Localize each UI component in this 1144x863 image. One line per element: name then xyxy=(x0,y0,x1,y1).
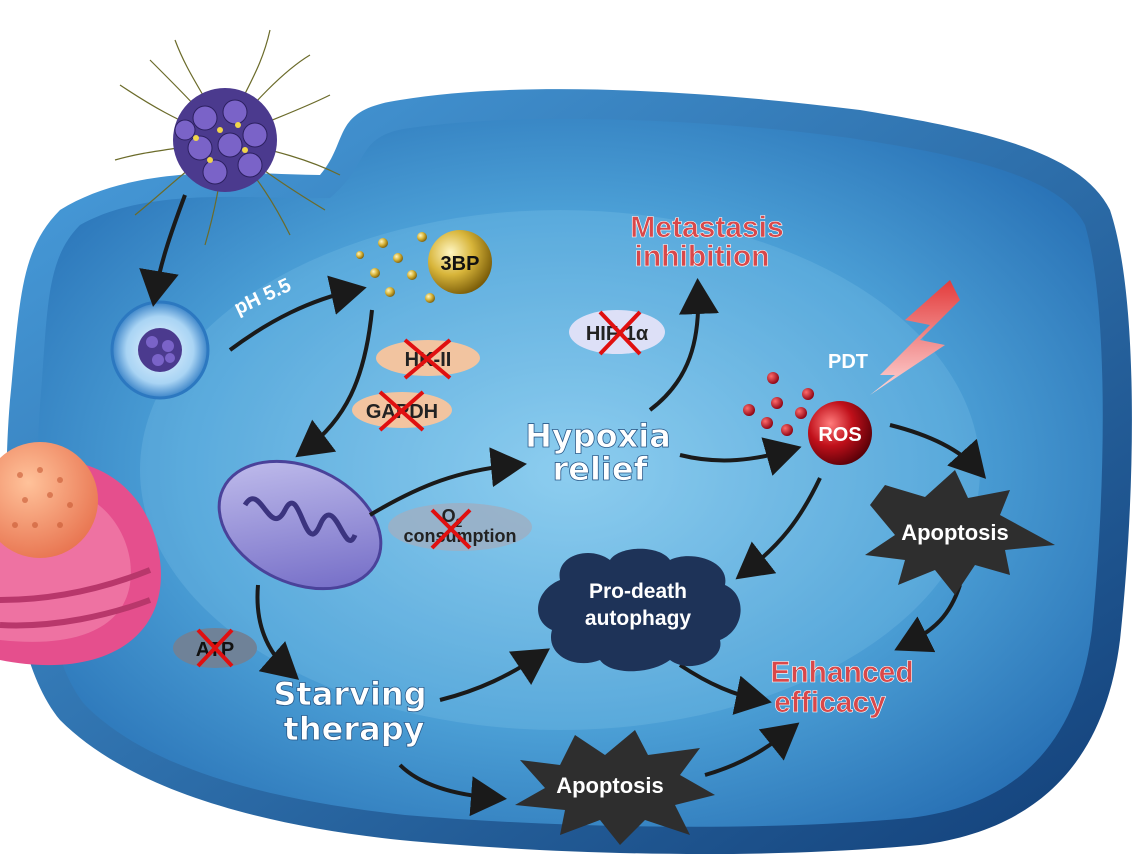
o2-consumption-pill: O2 consumption xyxy=(388,503,532,551)
enhanced-label-line1: Enhanced xyxy=(770,656,913,689)
free-nanoparticle xyxy=(114,29,341,246)
svg-text:autophagy: autophagy xyxy=(585,607,691,630)
arrow-endosome-to-3bp xyxy=(228,275,367,352)
arrow-mito-to-hypoxia xyxy=(368,447,527,517)
metastasis-label-line2: inhibition xyxy=(635,240,770,273)
endosome-nanoparticle xyxy=(110,300,210,400)
svg-text:Apoptosis: Apoptosis xyxy=(901,520,1009,545)
arrow-ros-to-apoptosis xyxy=(889,423,987,479)
starving-label-line1: Starving xyxy=(273,675,426,713)
arrow-autophagy-to-efficacy xyxy=(678,663,772,715)
arrow-bottom-apoptosis-to-efficacy xyxy=(704,722,800,777)
pathway-arrows xyxy=(139,194,987,817)
hypoxia-label-line1: Hypoxia xyxy=(525,417,671,455)
cell-cytoplasm xyxy=(37,118,1103,827)
ros-sphere xyxy=(808,401,872,465)
apoptosis-burst-bottom: Apoptosis xyxy=(515,730,715,845)
arrow-starving-to-autophagy xyxy=(439,648,550,702)
starving-label-line2: therapy xyxy=(284,710,425,748)
svg-text:Pro-death: Pro-death xyxy=(589,580,687,603)
atp-pill: ATP xyxy=(173,628,257,668)
3bp-particles xyxy=(356,232,435,303)
ros-particles xyxy=(743,372,814,436)
arrow-np-to-endosome xyxy=(139,194,187,307)
enhanced-label-line2: efficacy xyxy=(774,686,886,719)
3bp-sphere xyxy=(428,230,492,294)
hk2-pill: HK-II xyxy=(376,338,480,380)
hypoxia-label-line2: relief xyxy=(552,450,648,488)
svg-text:Apoptosis: Apoptosis xyxy=(556,773,664,798)
apoptosis-burst-right: Apoptosis xyxy=(865,470,1055,595)
ros-label: ROS xyxy=(818,424,861,446)
arrow-hypoxia-to-ros xyxy=(679,437,802,476)
arrow-3bp-to-mito xyxy=(295,309,374,458)
cytoplasm-sheen xyxy=(140,210,980,730)
arrow-ros-to-autophagy xyxy=(735,477,822,580)
arrow-apoptosis-to-efficacy xyxy=(894,584,962,653)
lightning-bolt-icon xyxy=(870,280,960,395)
arrow-mito-to-starving xyxy=(255,584,300,680)
arrow-hypoxia-to-metastasis xyxy=(648,278,719,412)
pdt-label: PDT xyxy=(828,351,868,373)
metastasis-label-line1: Metastasis xyxy=(630,211,783,244)
arrow-starving-to-apoptosis xyxy=(398,763,507,817)
3bp-label: 3BP xyxy=(441,253,480,275)
mitochondrion xyxy=(217,459,383,591)
nucleus xyxy=(0,442,161,666)
hif-pill: HIF-1α xyxy=(569,310,665,356)
gapdh-pill: GAPDH xyxy=(352,390,452,432)
autophagy-cloud: Pro-death autophagy xyxy=(538,548,741,672)
